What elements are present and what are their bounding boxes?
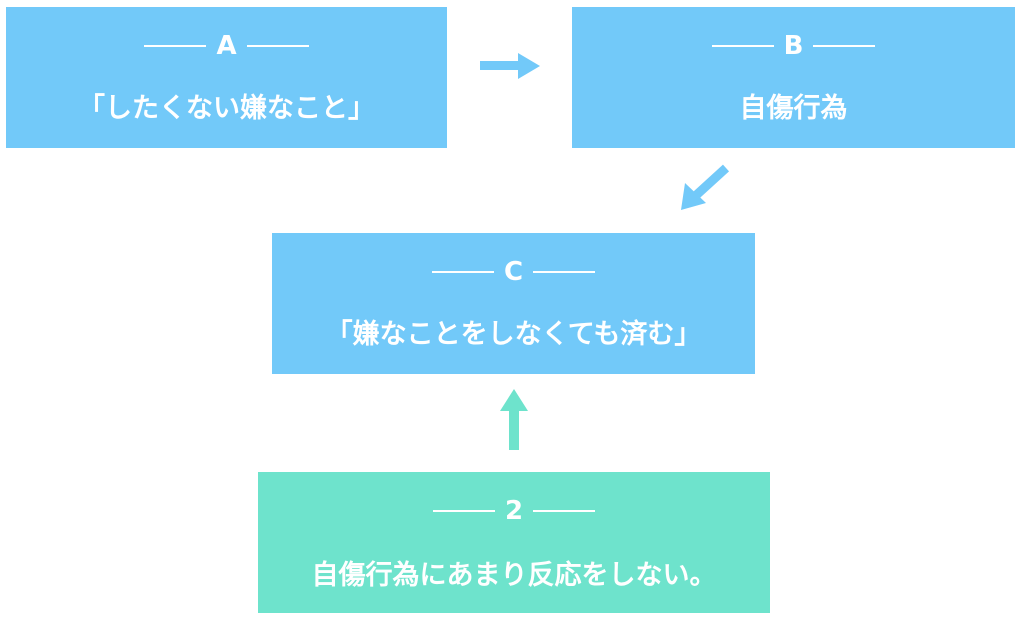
box-a-text: 「したくない嫌なこと」 (78, 93, 375, 124)
box-2: 2 自傷行為にあまり反応をしない。 (258, 472, 770, 613)
label-line-right (533, 510, 596, 512)
box-c-text: 「嫌なことをしなくても済む」 (325, 319, 702, 350)
label-line-right (533, 271, 596, 273)
arrow-down-left-icon (681, 164, 730, 210)
label-line-left (431, 271, 494, 273)
box-2-label-row: 2 (258, 498, 770, 524)
label-line-left (711, 45, 774, 47)
box-b-label: B (783, 31, 804, 61)
label-line-right (813, 45, 876, 47)
box-c-label: C (503, 257, 524, 287)
box-a-label: A (216, 31, 237, 61)
label-line-left (144, 45, 207, 47)
box-b-label-row: B (572, 33, 1015, 59)
box-b: B 自傷行為 (572, 7, 1015, 148)
box-c: C 「嫌なことをしなくても済む」 (272, 233, 755, 374)
box-b-text: 自傷行為 (739, 93, 848, 124)
arrow-right-icon (480, 53, 540, 79)
label-line-right (246, 45, 309, 47)
box-a: A 「したくない嫌なこと」 (6, 7, 447, 148)
box-2-label: 2 (504, 496, 524, 526)
box-c-label-row: C (272, 259, 755, 285)
label-line-left (432, 510, 495, 512)
arrow-up-icon (500, 389, 528, 450)
box-2-text: 自傷行為にあまり反応をしない。 (311, 560, 717, 591)
box-a-label-row: A (6, 33, 447, 59)
